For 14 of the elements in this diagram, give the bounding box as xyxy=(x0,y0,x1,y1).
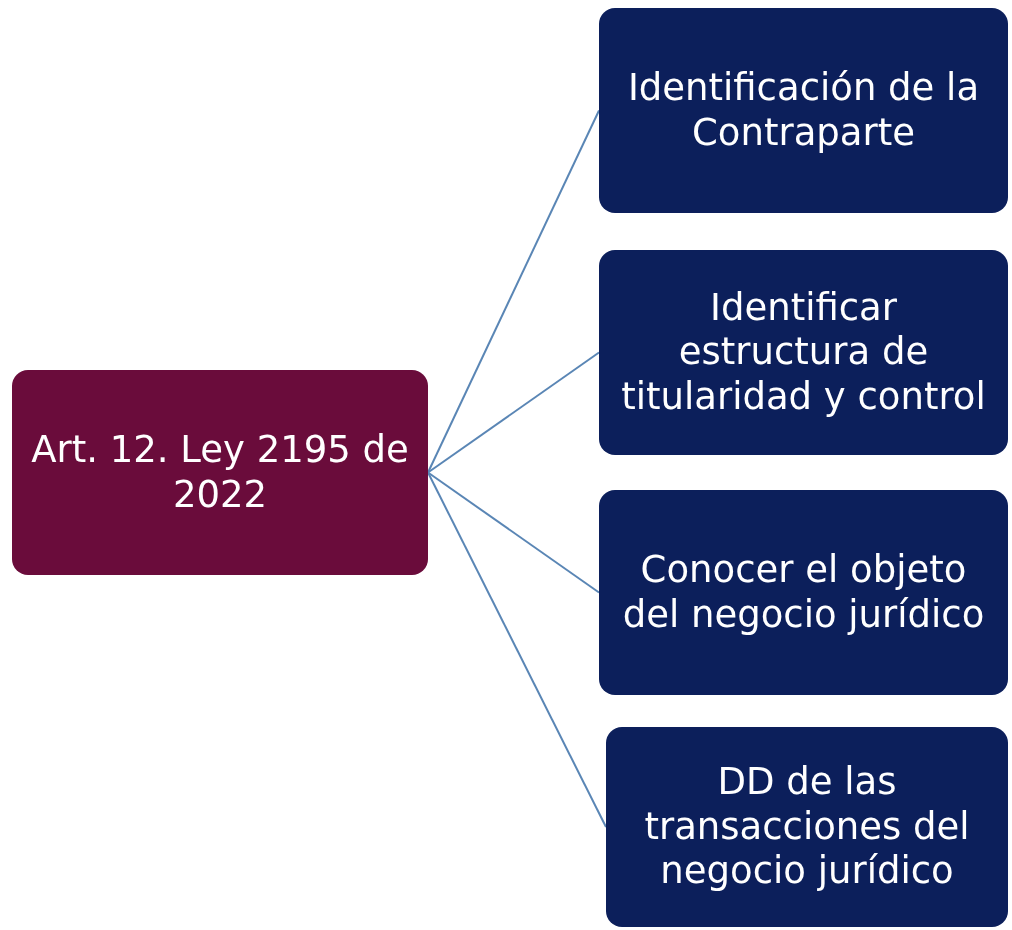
box-label: DD de las transacciones del negocio jurídico xyxy=(643,760,971,894)
connector-line xyxy=(427,471,607,828)
connector-line xyxy=(427,109,600,474)
process-box xyxy=(12,370,428,575)
box-label: Identificación de la Contraparte xyxy=(626,66,981,155)
box-label: Art. 12. Ley 2195 de 2022 xyxy=(30,428,410,517)
process-box xyxy=(599,250,1008,455)
box-label: Conocer el objeto del negocio jurídico xyxy=(621,548,986,637)
process-box xyxy=(599,490,1008,695)
connector-line xyxy=(427,351,600,474)
connector-line xyxy=(427,471,600,594)
process-box xyxy=(599,8,1008,213)
process-box xyxy=(606,727,1008,927)
box-label: Identificar estructura de titularidad y control xyxy=(620,285,987,420)
